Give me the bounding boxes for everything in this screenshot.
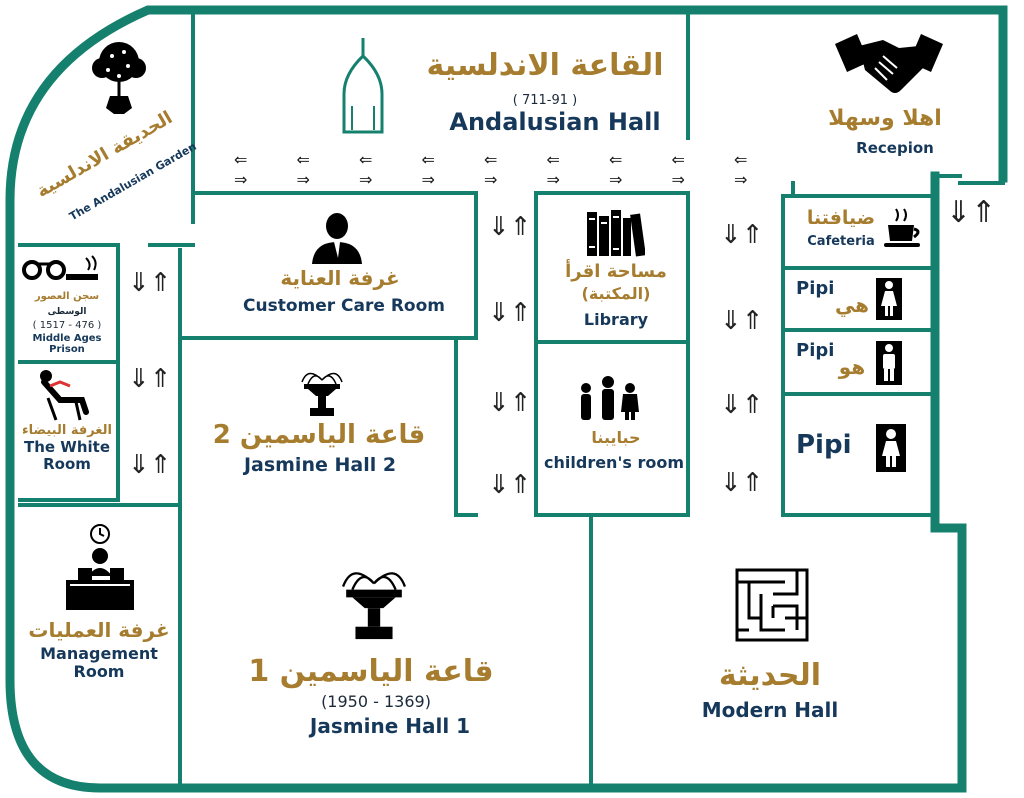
family-icon xyxy=(581,376,639,420)
wc-men-en: Pipi xyxy=(796,340,835,361)
arrow-updown: ⇓⇑ xyxy=(128,450,172,480)
prison-en2: Prison xyxy=(49,344,85,355)
child-icon xyxy=(876,424,906,472)
inner-walls xyxy=(18,10,1005,788)
fountain-icon xyxy=(301,372,343,416)
tree-icon xyxy=(92,42,146,114)
white-room-en2: Room xyxy=(43,455,91,473)
handshake-icon xyxy=(835,34,943,93)
arrow-updown: ⇓⇑ xyxy=(488,470,532,500)
children-ar: حبايبنا xyxy=(591,428,641,447)
management-en2: Room xyxy=(73,662,125,681)
modern-hall-en: Modern Hall xyxy=(701,698,839,722)
arrow-updown: ⇓⇑ xyxy=(128,268,172,298)
prison-en1: Middle Ages xyxy=(32,333,102,344)
white-room-ar: الغرفة البيضاء xyxy=(22,423,112,438)
cafeteria-en: Cafeteria xyxy=(807,234,875,249)
prison-ar2: الوسطى xyxy=(47,307,87,317)
arrow-updown: ⇓⇑ xyxy=(128,364,172,394)
lounge-chair-icon xyxy=(40,370,89,421)
fountain-icon xyxy=(342,572,406,640)
cigarette-icon xyxy=(66,255,98,280)
corridor-arrows-top: ⇐ ⇐ ⇐ ⇐ ⇐ ⇐ ⇐ ⇐ ⇐ ⇒ ⇒ ⇒ ⇒ ⇒ ⇒ ⇒ ⇒ ⇒ xyxy=(234,150,748,189)
wc-women-en: Pipi xyxy=(796,278,835,299)
wc-men-ar: هو xyxy=(838,355,866,379)
modern-hall-ar: الحديثة xyxy=(718,658,822,693)
cafeteria-ar: ضيافتنا xyxy=(806,207,876,229)
outer-wall xyxy=(5,5,1008,793)
jasmine2-en: Jasmine Hall 2 xyxy=(243,454,397,476)
handcuffs-icon xyxy=(22,260,66,280)
man-icon xyxy=(876,341,902,385)
woman-icon xyxy=(876,278,902,320)
arrow-updown: ⇓⇑ xyxy=(720,220,764,250)
arrow-updown: ⇓⇑ xyxy=(946,195,997,230)
customer-care-ar: غرفة العناية xyxy=(280,266,400,290)
arrow-updown: ⇓⇑ xyxy=(488,212,532,242)
office-desk-icon xyxy=(66,524,134,610)
jasmine1-en: Jasmine Hall 1 xyxy=(309,714,471,738)
jasmine1-years: (1950 - 1369) xyxy=(321,692,431,711)
prison-years: ( 1517 - 476 ) xyxy=(32,320,102,331)
white-room-en1: The White xyxy=(23,438,110,456)
customer-care-en: Customer Care Room xyxy=(243,296,445,316)
prison-ar: سجن العصور xyxy=(34,291,100,302)
andalusian-hall-years: ( 711-91 ) xyxy=(512,93,578,108)
arrow-updown: ⇓⇑ xyxy=(488,298,532,328)
jasmine2-ar: قاعة الياسمين 2 xyxy=(212,420,426,450)
jasmine1-ar: قاعة الياسمين 1 xyxy=(248,654,494,689)
management-ar: غرفة العمليات xyxy=(28,618,170,642)
library-ar: مساحة اقرأ xyxy=(565,261,667,282)
arrow-updown: ⇓⇑ xyxy=(720,468,764,498)
reception-ar: اهلا وسهلا xyxy=(828,106,942,131)
wc-women-ar: هي xyxy=(834,293,870,317)
children-en: children's room xyxy=(544,453,684,472)
person-icon xyxy=(312,213,362,264)
wc-kids-en: Pipi xyxy=(796,430,852,460)
library-en: Library xyxy=(583,310,649,329)
arch-icon xyxy=(342,38,384,134)
maze-icon xyxy=(735,568,809,642)
andalusian-hall-ar: القاعة الاندلسية xyxy=(426,48,664,83)
arrow-updown: ⇓⇑ xyxy=(488,388,532,418)
arrow-updown: ⇓⇑ xyxy=(720,306,764,336)
andalusian-hall-en: Andalusian Hall xyxy=(449,108,661,136)
books-icon xyxy=(587,210,645,257)
arrow-updown: ⇓⇑ xyxy=(720,390,764,420)
library-ar2: (المكتبة) xyxy=(581,284,651,303)
coffee-cup-icon xyxy=(884,208,920,247)
management-en1: Management xyxy=(40,644,158,663)
reception-en: Recepion xyxy=(856,139,934,157)
